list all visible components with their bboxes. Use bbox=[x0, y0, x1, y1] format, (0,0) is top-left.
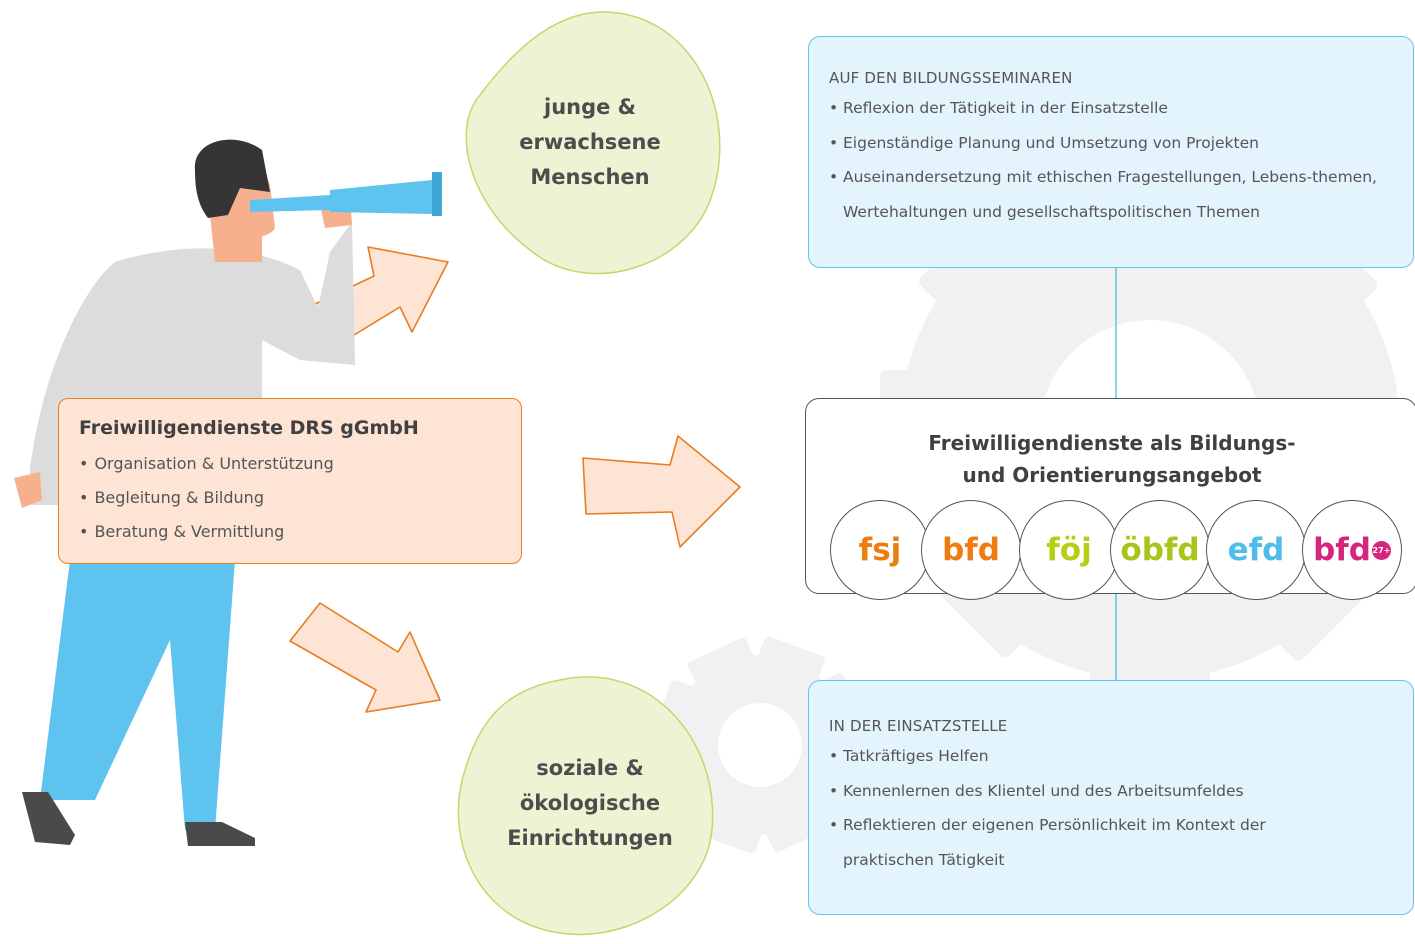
program-label: bfd bbox=[942, 532, 1000, 568]
program-label: efd bbox=[1227, 532, 1285, 568]
seminars-item: Eigenständige Planung und Umsetzung von … bbox=[829, 126, 1389, 161]
program-circle-efd: efd bbox=[1206, 500, 1306, 600]
workplace-list: Tatkräftiges Helfen Kennenlernen des Kli… bbox=[829, 739, 1309, 877]
program-circle-oebfd: öbfd bbox=[1110, 500, 1210, 600]
arrow-right bbox=[582, 435, 741, 548]
organisation-item: Organisation & Unterstützung bbox=[79, 447, 521, 481]
workplace-box: IN DER EINSATZSTELLE Tatkräftiges Helfen… bbox=[808, 680, 1414, 915]
small-gear-icon bbox=[651, 636, 869, 854]
blob-top-line-2: erwachsene bbox=[519, 130, 661, 154]
blob-top-label: junge & erwachsene Menschen bbox=[500, 90, 680, 195]
program-circle-foej: föj bbox=[1019, 500, 1119, 600]
blob-bottom-shape bbox=[457, 676, 714, 936]
blob-top-shape bbox=[465, 11, 721, 275]
blob-bottom-label: soziale & ökologische Einrichtungen bbox=[490, 751, 690, 856]
organisation-item: Begleitung & Bildung bbox=[79, 481, 521, 515]
workplace-item: Kennenlernen des Klientel und des Arbeit… bbox=[829, 774, 1309, 809]
program-title-line-1: Freiwilligendienste als Bildungs- bbox=[928, 431, 1296, 455]
seminars-heading: AUF DEN BILDUNGSSEMINAREN bbox=[829, 69, 1073, 87]
program-circle-fsj: fsj bbox=[830, 500, 930, 600]
seminars-box: AUF DEN BILDUNGSSEMINAREN Reflexion der … bbox=[808, 36, 1414, 268]
program-title: Freiwilligendienste als Bildungs- und Or… bbox=[806, 427, 1415, 491]
program-circle-bfd: bfd bbox=[921, 500, 1021, 600]
program-label: föj bbox=[1046, 532, 1092, 568]
organisation-box: Freiwilligendienste DRS gGmbH Organisati… bbox=[58, 398, 522, 564]
organisation-title: Freiwilligendienste DRS gGmbH bbox=[79, 417, 419, 439]
seminars-item: Reflexion der Tätigkeit in der Einsatzst… bbox=[829, 91, 1389, 126]
organisation-list: Organisation & Unterstützung Begleitung … bbox=[79, 447, 521, 549]
program-title-line-2: und Orientierungsangebot bbox=[962, 463, 1262, 487]
workplace-item: Reflektieren der eigenen Persönlichkeit … bbox=[829, 808, 1309, 877]
blob-top-line-1: junge & bbox=[544, 95, 636, 119]
blob-top-line-3: Menschen bbox=[530, 165, 650, 189]
program-label: öbfd bbox=[1120, 532, 1200, 568]
seminars-item: Auseinandersetzung mit ethischen Fragest… bbox=[829, 160, 1389, 229]
blob-bottom-line-2: ökologische bbox=[519, 791, 661, 815]
age-27-badge: 27+ bbox=[1371, 540, 1391, 560]
blob-bottom-line-1: soziale & bbox=[536, 756, 644, 780]
program-label: fsj bbox=[858, 532, 902, 568]
seminars-list: Reflexion der Tätigkeit in der Einsatzst… bbox=[829, 91, 1389, 229]
program-label: bfd bbox=[1313, 532, 1371, 568]
blob-bottom-line-3: Einrichtungen bbox=[507, 826, 673, 850]
workplace-heading: IN DER EINSATZSTELLE bbox=[829, 717, 1008, 735]
workplace-item: Tatkräftiges Helfen bbox=[829, 739, 1309, 774]
organisation-item: Beratung & Vermittlung bbox=[79, 515, 521, 549]
arrow-down-right bbox=[289, 602, 441, 713]
